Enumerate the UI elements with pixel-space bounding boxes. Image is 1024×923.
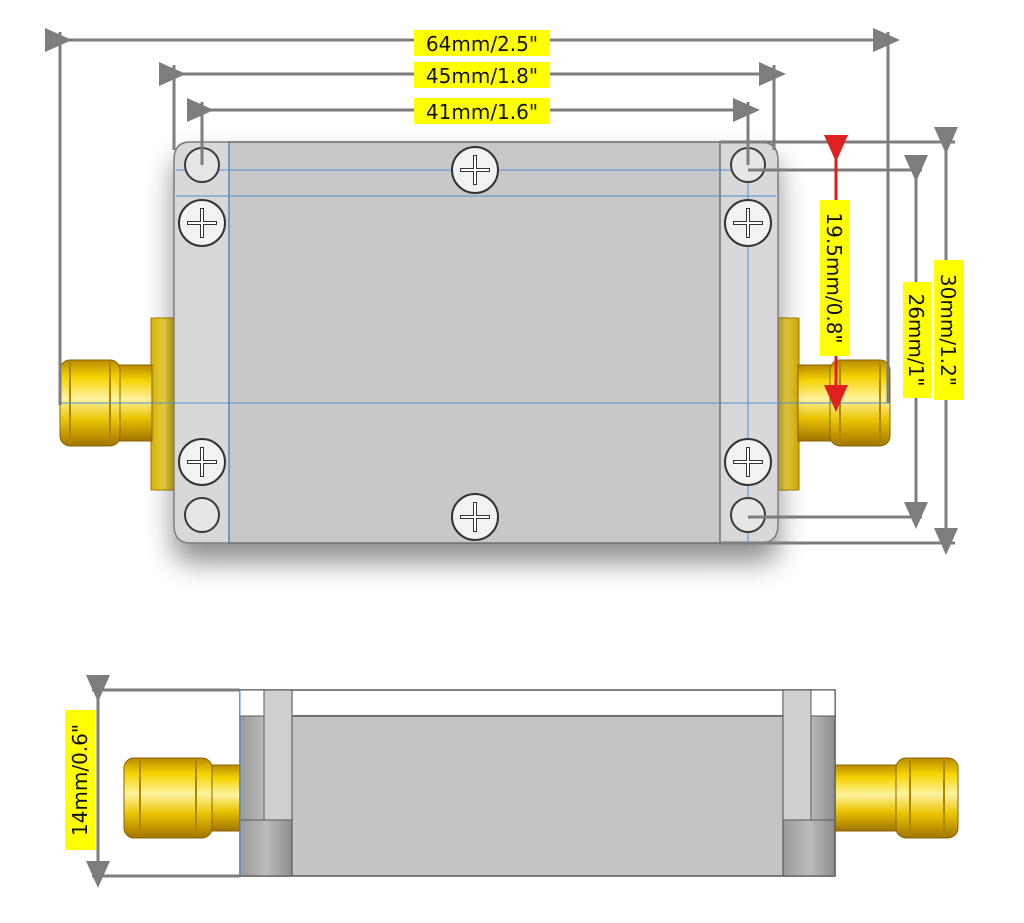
overall-length-text: 64mm/2.5" — [426, 32, 538, 56]
left-connector — [59, 317, 178, 491]
screw-icon — [178, 199, 226, 247]
screw-icon — [724, 199, 772, 247]
overall-width-text: 30mm/1.2" — [936, 274, 960, 386]
hole-spacing-text: 41mm/1.6" — [426, 100, 538, 124]
screw-icon — [178, 438, 226, 486]
label-flange-length: 45mm/1.8" — [414, 62, 550, 88]
side-body — [239, 689, 836, 877]
mounting-hole — [184, 497, 220, 533]
enclosure-lid — [228, 141, 721, 544]
label-overall-length: 64mm/2.5" — [414, 30, 550, 56]
height-text: 14mm/0.6" — [68, 724, 92, 836]
height-dimension — [86, 675, 240, 888]
side-right-connector — [833, 757, 959, 839]
screw-icon — [724, 438, 772, 486]
enclosure-top — [173, 141, 779, 544]
screw-icon — [451, 146, 499, 194]
mounting-hole — [730, 497, 766, 533]
label-overall-width: 30mm/1.2" — [934, 260, 964, 400]
side-view — [86, 675, 959, 888]
screws — [178, 146, 772, 541]
left-flange — [150, 317, 178, 491]
screw-icon — [451, 493, 499, 541]
top-view — [45, 28, 958, 555]
side-left-connector — [123, 757, 243, 839]
label-hole-width-spacing: 26mm/1" — [903, 282, 931, 398]
connector-offset-text: 19.5mm/0.8" — [822, 212, 846, 343]
label-hole-spacing: 41mm/1.6" — [414, 98, 550, 124]
label-connector-offset: 19.5mm/0.8" — [820, 200, 850, 356]
label-height: 14mm/0.6" — [65, 710, 95, 850]
flange-length-text: 45mm/1.8" — [426, 64, 538, 88]
hole-width-spacing-text: 26mm/1" — [904, 293, 928, 386]
